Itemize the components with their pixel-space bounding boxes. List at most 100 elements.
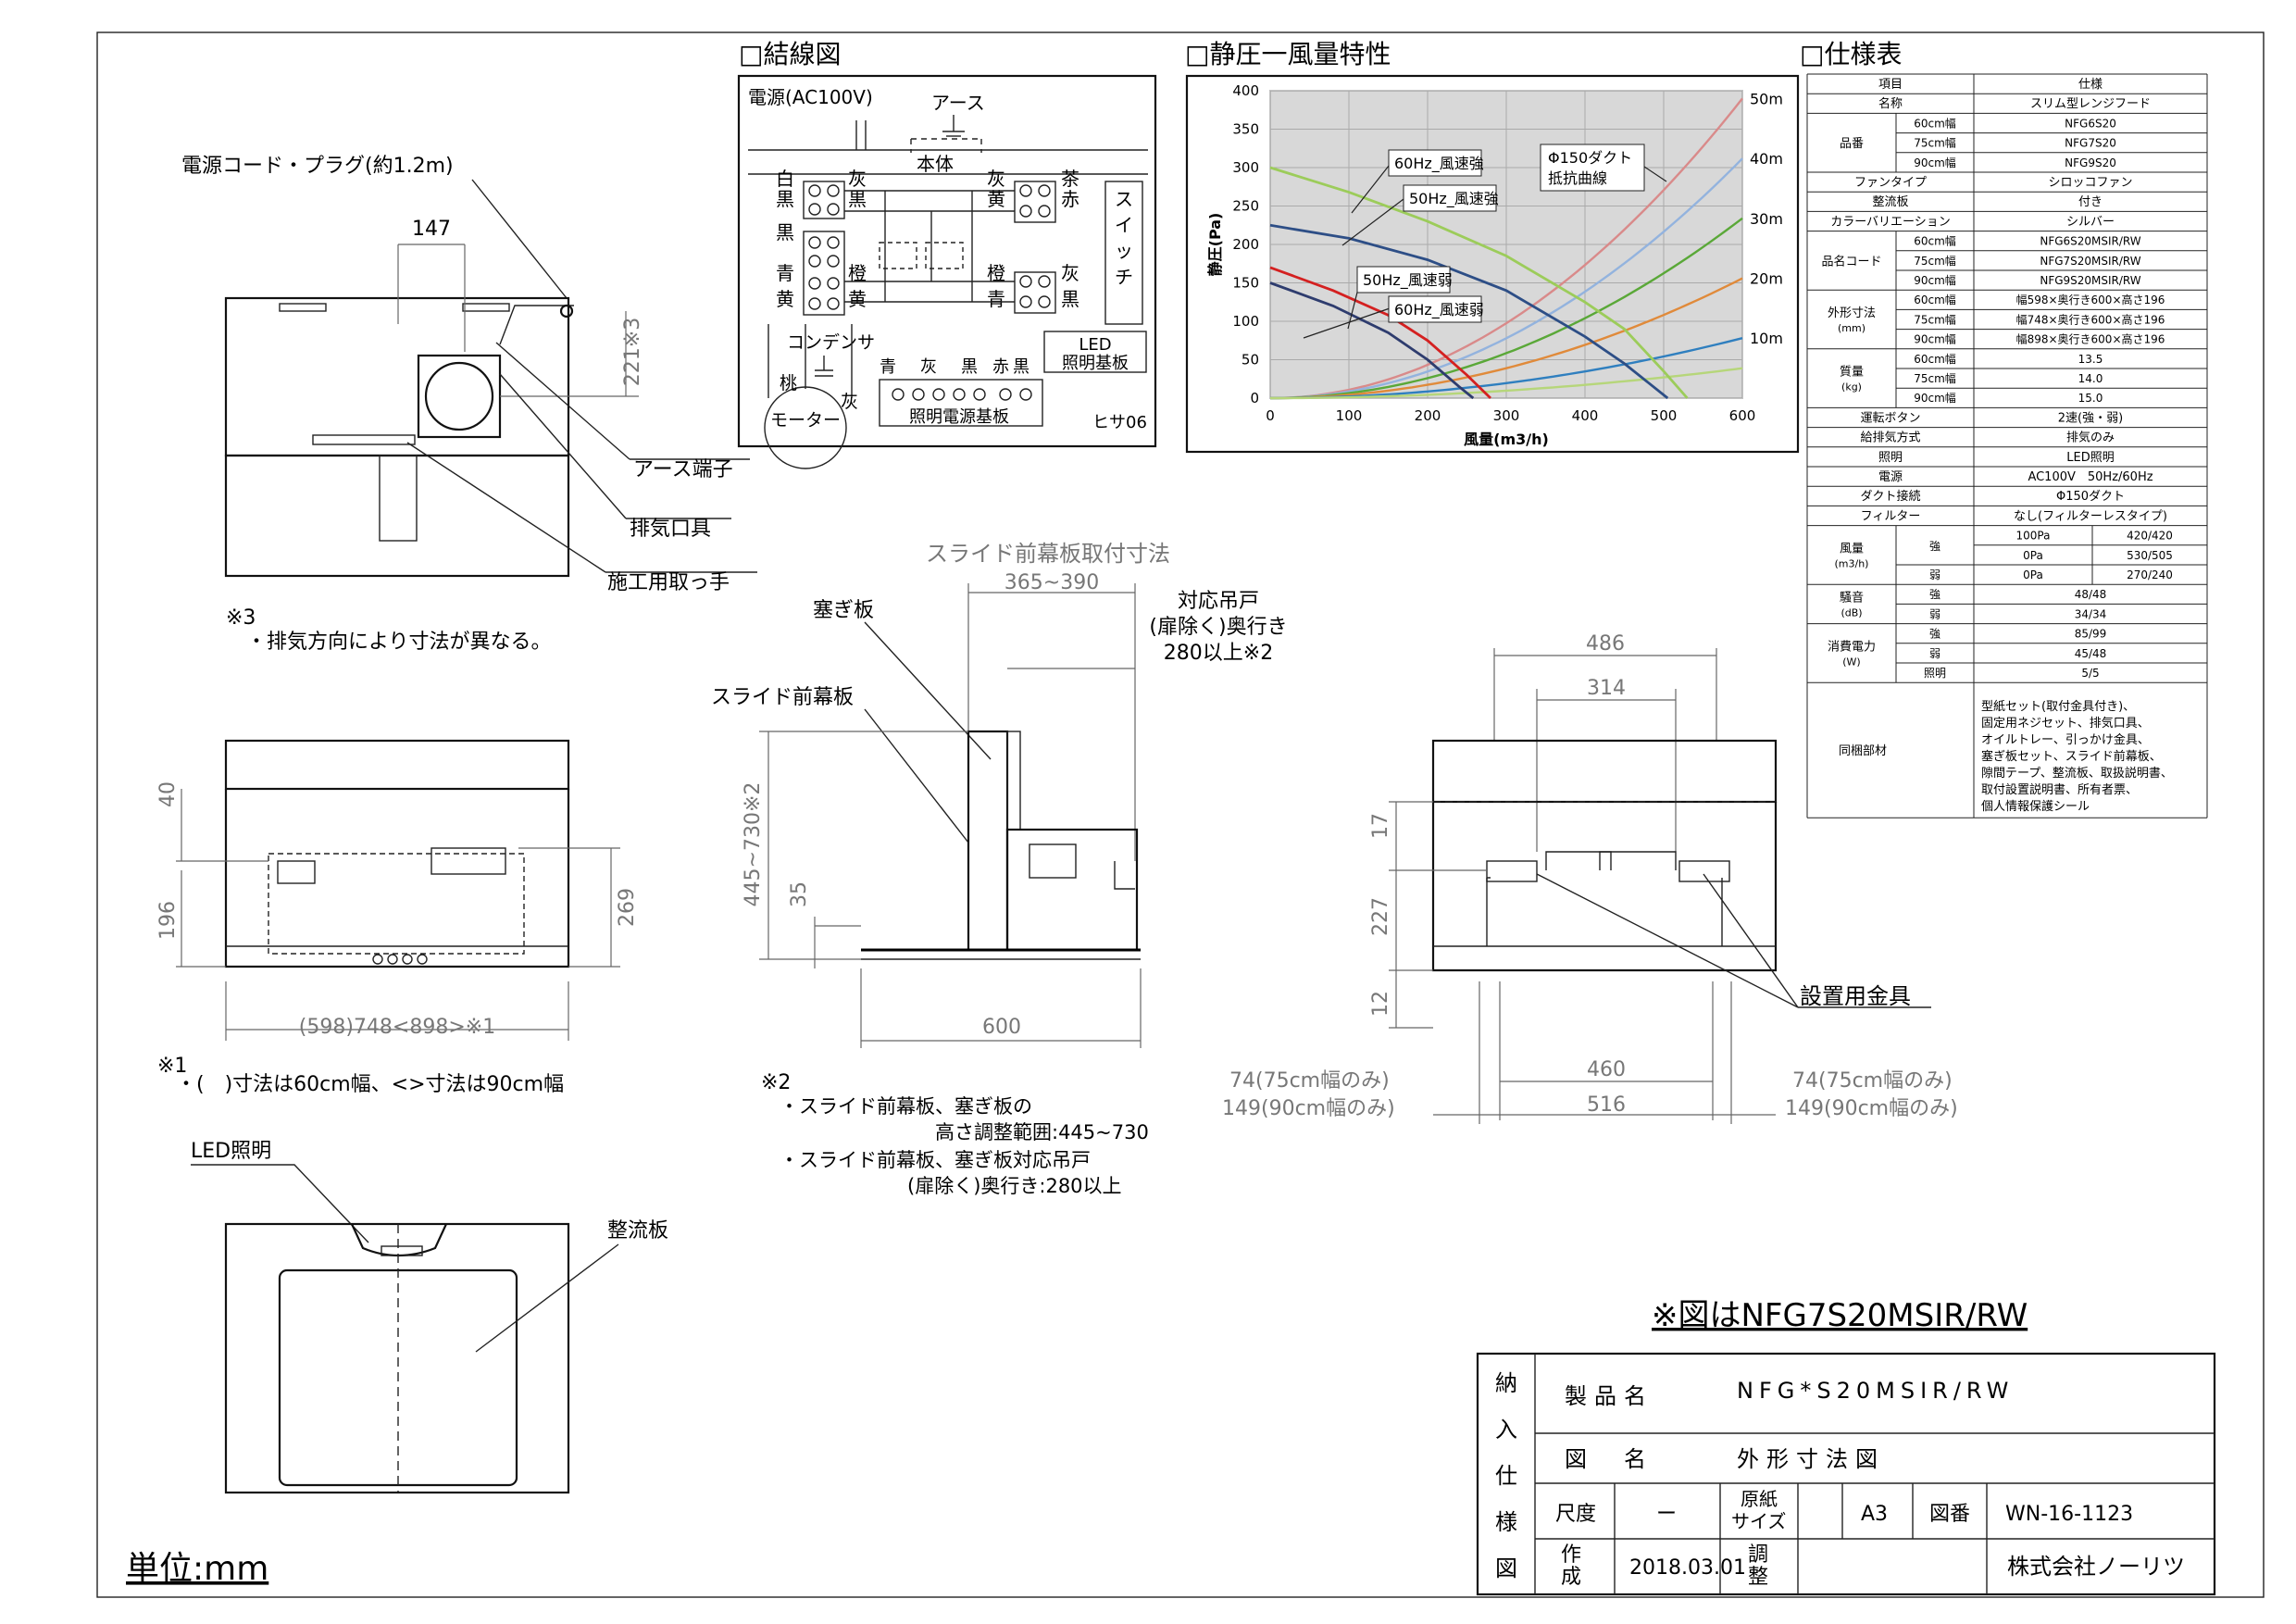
led-label: LED照明 <box>191 1140 271 1163</box>
dim-width: (598)748<898>※1 <box>299 1016 495 1039</box>
spec-cell: ファンタイプ <box>1854 176 1927 190</box>
front-view-top <box>224 739 570 791</box>
wire-blue-label: 青 <box>776 262 794 284</box>
spec-cell: 幅898×奥行き600×高さ196 <box>2016 332 2165 346</box>
dim-445-730: 445~730※2 <box>742 782 765 907</box>
spec-cell: 照明 <box>1924 667 1946 680</box>
spec-cell: 塞ぎ板セット、スライド前幕板、 <box>1981 749 2162 764</box>
made-date: 2018.03.01 <box>1629 1556 1746 1580</box>
resistance-curve <box>1269 97 1743 400</box>
switch-box <box>1104 181 1143 325</box>
spec-cell: 420/420 <box>2127 530 2173 543</box>
scale-value: ー <box>1656 1503 1677 1526</box>
handle <box>312 434 416 445</box>
resistance-curve-label: 20m <box>1750 270 1783 288</box>
resistance-curve <box>1270 277 1743 400</box>
dim-486: 486 <box>1586 632 1625 656</box>
dim-221: 221※3 <box>621 318 644 386</box>
series-label: 60Hz_風速強 <box>1394 155 1484 173</box>
spec-cell: 15.0 <box>2078 392 2103 405</box>
spec-cell: NFG7S20MSIR/RW <box>2040 255 2140 268</box>
spec-cell: 強 <box>1929 588 1940 601</box>
wire-peach-label: 桃 <box>780 373 797 394</box>
spec-cell: 風量 <box>1840 542 1864 556</box>
wire-black-label: 黒 <box>776 188 794 210</box>
back-view-top <box>1431 739 1778 804</box>
spec-cell: NFG9S20MSIR/RW <box>2040 274 2140 287</box>
series-label-box <box>1388 295 1482 323</box>
cabinet-depth-label-1: 対応吊戸 <box>1178 590 1259 613</box>
series-label: 50Hz_風速強 <box>1409 190 1499 208</box>
motor-symbol <box>764 386 847 469</box>
spec-cell: 強 <box>1929 540 1940 553</box>
spec-cell: (W) <box>1842 656 1860 668</box>
spec-cell: (m3/h) <box>1835 557 1869 569</box>
drawing-name-label: 図名 <box>1565 1446 1683 1472</box>
spec-cell: 排気のみ <box>2066 431 2115 445</box>
left-terminal-block <box>803 181 845 316</box>
series-line <box>1269 266 1491 400</box>
chart-title: □静圧一風量特性 <box>1185 39 1391 69</box>
spec-cell: 45/48 <box>2075 647 2107 660</box>
spec-cell: 60cm幅 <box>1914 116 1956 130</box>
exhaust-label: 排気口具 <box>630 518 711 541</box>
spec-cell: 付き <box>2078 195 2103 209</box>
slide-panel-label: スライド前幕板 <box>711 686 854 709</box>
wire-orange-label: 橙 <box>987 262 1005 284</box>
wiring-diagram: 電源(AC100V) アース 本体 白 黒 黒 青 黄 灰 黒 橙 黄 <box>737 74 1157 469</box>
spec-cell: 幅598×奥行き600×高さ196 <box>2016 293 2165 306</box>
dim-460: 460 <box>1587 1058 1626 1081</box>
back-view: 486 314 17 227 12 設置用金具 460 516 74(75c <box>1222 632 1958 1124</box>
paper-size-value: A3 <box>1861 1503 1888 1526</box>
spec-cell: (mm) <box>1838 322 1866 334</box>
exhaust-port <box>417 354 502 439</box>
right-74-label: 74(75cm幅のみ) <box>1792 1069 1953 1093</box>
wire-black-label: 黒 <box>1061 288 1079 310</box>
spec-cell: 60cm幅 <box>1914 352 1956 366</box>
wire-brown-label: 茶 <box>1061 168 1079 190</box>
series-line <box>1269 281 1475 400</box>
spec-cell: 75cm幅 <box>1914 312 1956 326</box>
dim-40: 40 <box>156 781 180 807</box>
spec-cell: 48/48 <box>2075 588 2107 601</box>
spec-cell: 2速(強・弱) <box>2058 411 2123 425</box>
right-149-label: 149(90cm幅のみ) <box>1785 1097 1958 1120</box>
spec-cell: AC100V 50Hz/60Hz <box>2028 470 2152 484</box>
spec-cell: 個人情報保護シール <box>1981 799 2090 814</box>
y-tick-label: 100 <box>1232 313 1259 330</box>
spec-cell: オイルトレー、引っかけ金具、 <box>1981 732 2150 747</box>
spec-cell: NFG6S20MSIR/RW <box>2040 235 2140 248</box>
wire-black-label: 黒 <box>961 357 978 377</box>
sheet-border <box>96 31 2265 1598</box>
rectifier-label: 整流板 <box>607 1219 668 1243</box>
handle-label: 施工用取っ手 <box>607 571 730 594</box>
x-tick-label: 500 <box>1651 407 1678 424</box>
product-name-label: 製品名 <box>1565 1383 1653 1409</box>
x-axis-label: 風量(m3/h) <box>1464 431 1549 448</box>
spec-cell: 0Pa <box>2023 568 2043 581</box>
dim-365-390: 365~390 <box>1004 571 1099 594</box>
front-view: 40 196 269 (598)748<898>※1 ※1 ・( )寸法は60c… <box>156 739 639 1096</box>
spec-cell: カラーバリエーション <box>1830 215 1951 229</box>
dim-17: 17 <box>1369 813 1392 839</box>
series-label: 50Hz_風速弱 <box>1363 271 1453 290</box>
dim-227: 227 <box>1369 897 1392 936</box>
wiring-title: □結線図 <box>739 39 841 69</box>
company-name: 株式会社ノーリツ <box>2007 1554 2185 1580</box>
spec-cell: 60cm幅 <box>1914 234 1956 248</box>
wire-gray-label: 灰 <box>1061 262 1079 284</box>
light-board-box <box>879 379 1043 427</box>
dim-147: 147 <box>412 218 451 241</box>
motor-label: モーター <box>770 410 841 431</box>
light-board-label: 照明電源基板 <box>909 407 1009 427</box>
y-tick-label: 250 <box>1232 198 1259 215</box>
spec-cell: シルバー <box>2066 215 2115 229</box>
bracket-left <box>1486 860 1538 882</box>
wiring-earth-label: アース <box>931 92 985 114</box>
wire-white-label: 白 <box>776 168 794 190</box>
spec-cell: 隙間テープ、整流板、取扱説明書、 <box>1981 766 2173 781</box>
